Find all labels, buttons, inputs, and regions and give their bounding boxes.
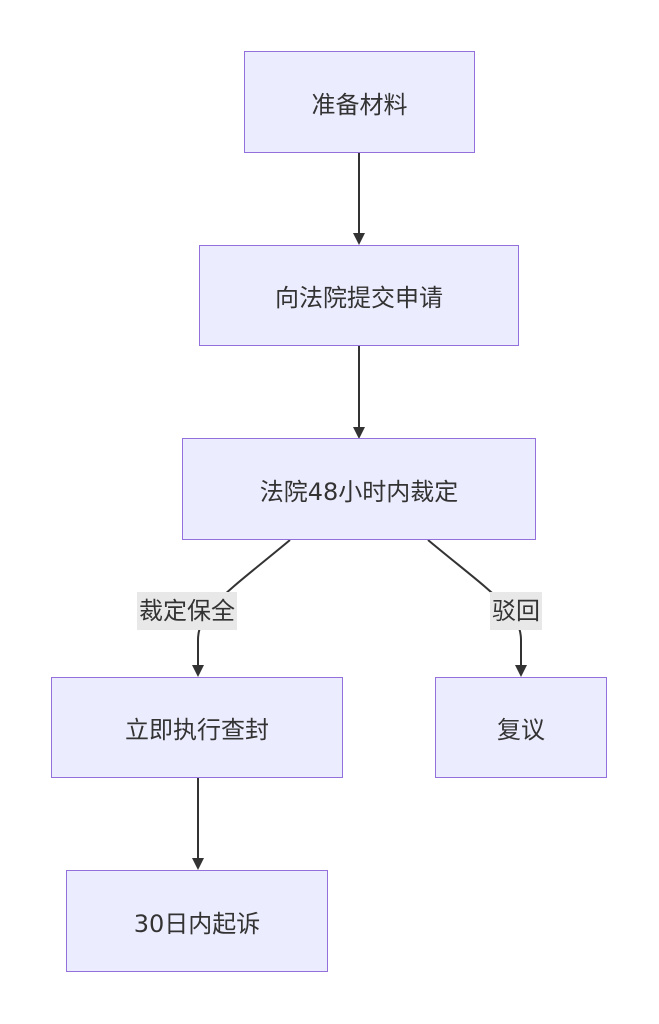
node-prepare-materials: 准备材料: [244, 51, 475, 153]
edge-label-rejected: 驳回: [490, 592, 542, 630]
node-court-ruling: 法院48小时内裁定: [182, 438, 536, 540]
node-reconsideration: 复议: [435, 677, 607, 778]
node-execute-seizure: 立即执行查封: [51, 677, 343, 778]
edge-label-granted: 裁定保全: [137, 592, 237, 630]
node-file-lawsuit: 30日内起诉: [66, 870, 328, 972]
node-submit-application: 向法院提交申请: [199, 245, 519, 346]
